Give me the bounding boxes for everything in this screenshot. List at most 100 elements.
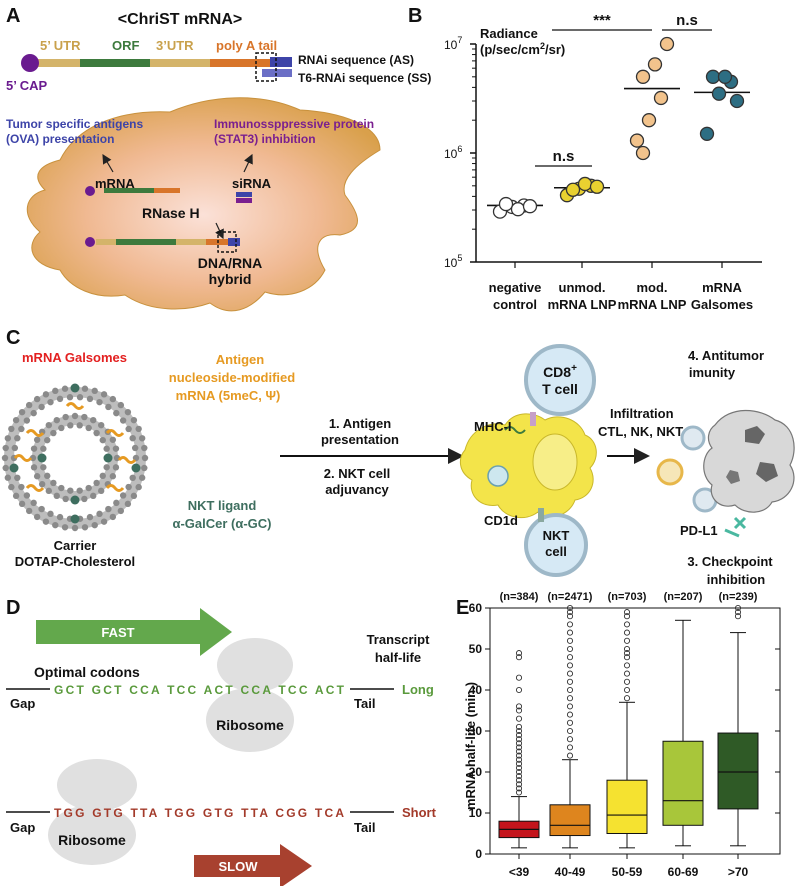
lipid-head (2, 464, 9, 472)
lipid-head (52, 387, 59, 395)
slow-sequence: TGG GTG TTA TGG GTG TTA CGG TCA (54, 806, 344, 820)
tail-label-slow: Tail (354, 820, 375, 835)
e-x-tick-label: 40-49 (555, 865, 586, 879)
e-outlier (515, 707, 523, 714)
e-outlier (515, 752, 523, 759)
e-y-tick-label: 0 (475, 847, 482, 861)
tumor-cells (703, 409, 795, 513)
lipid-head (112, 445, 120, 452)
e-count-label: (n=207) (664, 591, 703, 603)
pdl1-label: PD-L1 (680, 523, 718, 538)
b-data-point (522, 199, 538, 214)
gap-label-fast: Gap (10, 696, 35, 711)
e-outlier (515, 748, 523, 755)
mrna-cargo (105, 429, 125, 437)
e-outlier (623, 645, 631, 653)
e-outlier (515, 723, 523, 730)
gap-label-slow: Gap (10, 820, 35, 835)
lipid-head (38, 505, 45, 513)
b-data-point (729, 93, 745, 109)
lipid-head (125, 425, 132, 433)
e-outlier (515, 736, 523, 743)
nkt-ligand-1: NKT ligand (188, 498, 257, 513)
lipid-head (103, 464, 110, 471)
e-outlier (623, 621, 631, 628)
nkt-ligand-2: α-GalCer (α-GC) (172, 516, 271, 531)
e-outlier (623, 609, 631, 616)
b-x-label: Galsomes (691, 297, 753, 312)
sirna-duplex-as (236, 192, 252, 197)
b-significance: ***n.sn.s (535, 12, 712, 167)
arrow-rnase (215, 222, 224, 240)
b-data-points (487, 36, 750, 219)
lipid-head (52, 521, 59, 529)
b-data-point (589, 179, 605, 194)
lipid-head (129, 474, 136, 482)
b-x-label: negative (489, 280, 542, 295)
e-outlier (566, 686, 574, 694)
e-box (549, 804, 591, 837)
lipid-head (100, 391, 108, 398)
e-outlier (566, 645, 574, 653)
cd8-t-cell (524, 344, 596, 416)
lipid-head (40, 464, 47, 471)
galcer-ligand (70, 383, 80, 393)
galsome-liposome (1, 383, 149, 532)
b-data-point (659, 36, 675, 52)
b-sig-label: n.s (676, 12, 698, 29)
lipid-head (33, 513, 41, 521)
hybrid-mrna-utr3 (176, 239, 206, 245)
hybrid-mrna-tail (206, 239, 228, 245)
e-outlier (734, 609, 742, 616)
lipid-head (44, 436, 51, 444)
lipid-head (81, 524, 89, 531)
lipid-head (25, 401, 33, 409)
lipid-head (42, 391, 50, 398)
rnai-as-segment (270, 57, 292, 67)
e-count-label: (n=703) (608, 591, 647, 603)
galcer-ligand (9, 463, 19, 473)
lipid-head (124, 408, 132, 416)
step4-2: imunity (689, 365, 736, 380)
c-antigen-3: mRNA (5meC, Ψ) (176, 388, 281, 403)
cap-label: 5’ CAP (6, 78, 48, 93)
e-x-tick-label: >70 (728, 865, 749, 879)
mrna-cargo (25, 484, 45, 492)
b-data-point (705, 69, 721, 84)
lipid-head (109, 395, 117, 403)
cd1d-receptor (538, 508, 544, 522)
lipid-head (53, 416, 60, 424)
lipid-bilayer-inner (32, 415, 118, 501)
panel-d: D FAST Transcript half-life Optimal codo… (6, 597, 437, 886)
lipid-head (135, 483, 142, 491)
e-outlier (623, 613, 631, 620)
e-outlier (515, 789, 523, 796)
lipid-head (105, 403, 112, 411)
lipid-head (53, 492, 60, 500)
e-outlier (515, 686, 523, 694)
e-x-tick-label: <39 (509, 865, 530, 879)
lipid-head (129, 434, 136, 442)
e-y-tick-label: 30 (469, 724, 483, 738)
nkt-cell-label-1: NKT (543, 528, 570, 543)
lipid-head (71, 412, 79, 420)
mhc-receptor (530, 412, 536, 426)
ribosome-label-fast: Ribosome (216, 717, 284, 733)
slow-arrow (194, 844, 312, 886)
fast-label: FAST (101, 625, 134, 640)
slow-label: SLOW (219, 859, 259, 874)
b-data-point (647, 57, 663, 72)
fast-arrow (36, 608, 232, 656)
lipid-head (85, 424, 92, 432)
e-outlier (566, 719, 574, 726)
e-outlier (623, 654, 631, 661)
lipid-head (30, 409, 37, 417)
lipid-head (18, 425, 25, 433)
lipid-head (1, 454, 9, 462)
lipid-head (97, 487, 105, 495)
lipid-head (67, 487, 74, 494)
e-outlier (515, 674, 523, 681)
lipid-head (93, 479, 100, 487)
tumor-nucleus-1 (745, 426, 765, 444)
